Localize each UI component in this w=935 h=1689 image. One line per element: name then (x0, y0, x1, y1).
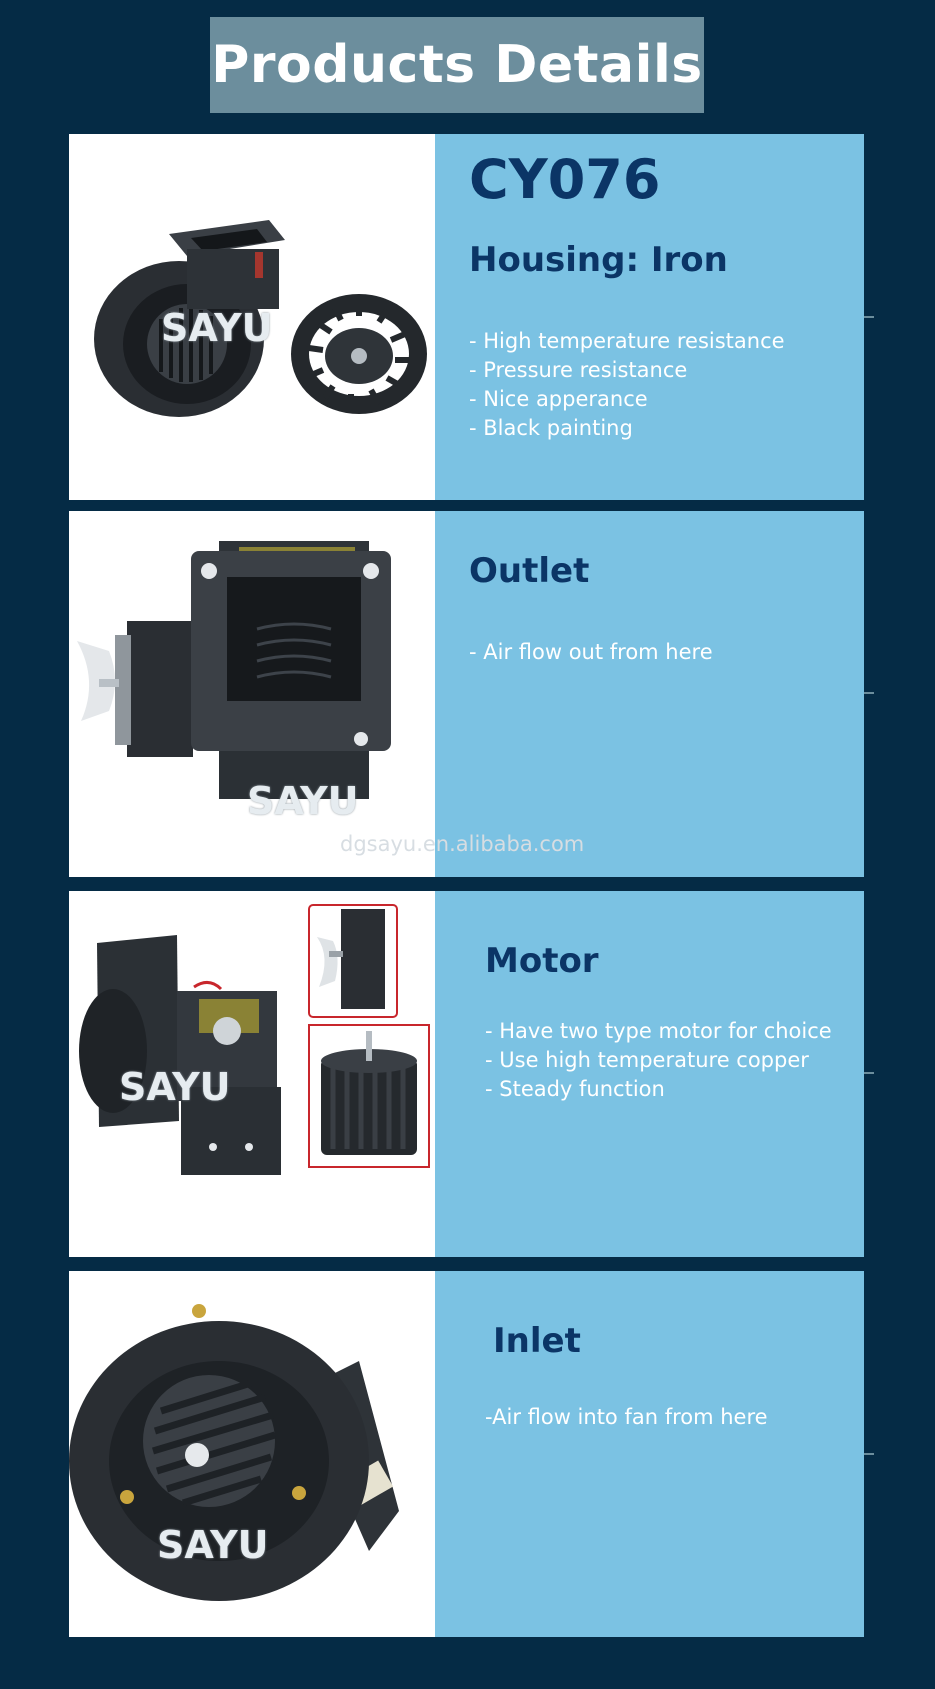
brand-watermark: SAYU (119, 1065, 231, 1109)
housing-info-panel: CY076 Housing: Iron - High temperature r… (435, 134, 864, 500)
blower-outlet-illustration (77, 541, 391, 799)
model-number: CY076 (469, 148, 661, 211)
section-heading: Motor (485, 941, 599, 981)
list-item: - Steady function (485, 1077, 665, 1101)
feature-list: -Air flow into fan from here (485, 1403, 768, 1432)
brand-watermark: SAYU (157, 1523, 269, 1567)
inlet-info-panel: Inlet -Air flow into fan from here (435, 1271, 864, 1637)
site-watermark: dgsayu.en.alibaba.com (340, 832, 585, 856)
section-divider-tick (864, 316, 874, 318)
blower-housing-illustration (94, 220, 427, 417)
section-housing: SAYU CY076 Housing: Iron - High temperat… (69, 134, 864, 500)
blower-inlet-illustration (69, 1304, 399, 1601)
list-item: - Air flow out from here (469, 640, 713, 664)
motor-info-panel: Motor - Have two type motor for choice -… (435, 891, 864, 1257)
brand-watermark: SAYU (247, 779, 359, 823)
list-item: - Have two type motor for choice (485, 1019, 832, 1043)
list-item: - Black painting (469, 416, 633, 440)
list-item: - Pressure resistance (469, 358, 688, 382)
inlet-photo: SAYU (69, 1271, 435, 1637)
section-heading: Inlet (493, 1321, 581, 1361)
outlet-info-panel: Outlet - Air flow out from here (435, 511, 864, 877)
section-divider-tick (864, 692, 874, 694)
page-title: Products Details (211, 35, 703, 95)
motor-photo: SAYU (69, 891, 435, 1257)
list-item: -Air flow into fan from here (485, 1405, 768, 1429)
feature-list: - High temperature resistance - Pressure… (469, 327, 785, 443)
brand-watermark: SAYU (161, 306, 273, 350)
section-heading: Outlet (469, 551, 590, 591)
section-divider-tick (864, 1453, 874, 1455)
housing-photo: SAYU (69, 134, 435, 500)
section-motor: SAYU Motor - Have two type motor for cho… (69, 891, 864, 1257)
list-item: - Nice apperance (469, 387, 648, 411)
feature-list: - Have two type motor for choice - Use h… (485, 1017, 832, 1104)
page-title-banner: Products Details (210, 17, 704, 113)
section-outlet: SAYU Outlet - Air flow out from here (69, 511, 864, 877)
list-item: - Use high temperature copper (485, 1048, 809, 1072)
list-item: - High temperature resistance (469, 329, 785, 353)
section-divider-tick (864, 1072, 874, 1074)
outlet-photo: SAYU (69, 511, 435, 877)
feature-list: - Air flow out from here (469, 638, 713, 667)
section-heading: Housing: Iron (469, 240, 728, 280)
section-inlet: SAYU Inlet -Air flow into fan from here (69, 1271, 864, 1637)
blower-motor-illustration (79, 904, 430, 1175)
